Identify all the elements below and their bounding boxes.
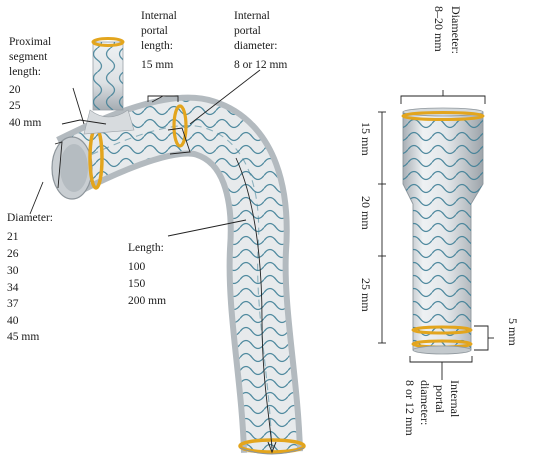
diameter-value-2: 26: [7, 248, 19, 260]
portal-diameter-title-1: Internal: [234, 10, 270, 22]
diameter-value-4: 34: [7, 282, 19, 294]
proximal-segment-value-2: 25: [9, 100, 21, 112]
proximal-segment-title-3: length:: [9, 66, 41, 78]
bottom-diameter-line-4: 8 or 12 mm: [403, 380, 417, 436]
portal-diameter-title-2: portal: [234, 25, 261, 37]
band-length-label: 5 mm: [506, 318, 520, 346]
side-branch-marker: [91, 37, 125, 47]
diameter-value-5: 37: [7, 298, 19, 310]
diameter-value-3: 30: [7, 265, 19, 277]
length-arrow: [235, 157, 273, 449]
diameter-value-6: 40: [7, 315, 19, 327]
stent-wire-2: [69, 125, 273, 453]
straight-band-1: [411, 325, 473, 335]
proximal-segment-title-1: Proximal: [9, 36, 51, 48]
segment-25mm: 25 mm: [359, 278, 373, 312]
segment-15mm: 15 mm: [359, 122, 373, 156]
proximal-segment-title-2: segment: [9, 51, 48, 63]
diameter-title: Diameter:: [7, 212, 53, 224]
right-dimension-lines: [378, 90, 494, 380]
portal-diameter-title-3: diameter:: [234, 40, 277, 52]
portal-length-title-1: Internal: [141, 10, 177, 22]
portal-length-title-3: length:: [141, 40, 173, 52]
curved-graft: [51, 37, 306, 455]
left-callout-lines: [29, 69, 261, 237]
length-value-1: 100: [128, 261, 146, 273]
length-value-3: 200 mm: [128, 295, 166, 307]
top-diameter-value: 8–20 mm: [432, 6, 446, 52]
bottom-diameter-line-2: portal: [433, 385, 447, 414]
length-value-2: 150: [128, 278, 146, 290]
diameter-value-7: 45 mm: [7, 331, 39, 343]
proximal-segment-value-3: 40 mm: [9, 117, 41, 129]
portal-diameter-value: 8 or 12 mm: [234, 59, 287, 71]
straight-top-band: [401, 111, 485, 121]
bottom-diameter-line-3: diameter:: [418, 380, 432, 425]
portal-length-title-2: portal: [141, 25, 168, 37]
bottom-diameter-line-1: Internal: [448, 380, 462, 418]
portal-length-value: 15 mm: [141, 59, 173, 71]
segment-20mm: 20 mm: [359, 196, 373, 230]
portal-marker-band: [172, 104, 188, 148]
top-diameter-title: Diameter:: [449, 6, 463, 54]
straight-graft: [401, 107, 485, 355]
proximal-segment-value-1: 20: [9, 84, 21, 96]
length-title: Length:: [128, 242, 164, 254]
diameter-value-1: 21: [7, 231, 19, 243]
